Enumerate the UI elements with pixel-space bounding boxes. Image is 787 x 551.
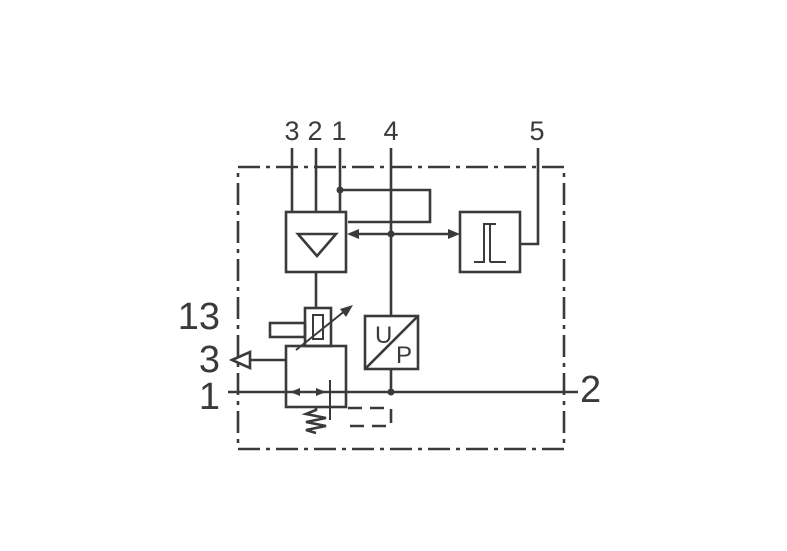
valve-body [284,344,348,409]
flow-arrow-left-icon [290,388,300,396]
adjust-arrowhead-icon [340,305,353,317]
port-label-13: 13 [178,296,220,338]
amplifier-block [284,210,348,274]
port-label-2-output: 2 [580,369,601,411]
actuator-core [312,314,324,340]
port-label-1-supply: 1 [199,376,220,418]
hysteresis-icon [474,223,496,263]
port-13-stub [268,321,307,339]
transducer-input-letter: U [375,322,392,349]
spring-icon [301,407,327,435]
arrow-right-icon [448,229,460,239]
transducer-output-letter: P [396,342,412,369]
port-label-5-top: 5 [529,116,544,146]
arrow-left-icon [347,229,359,239]
device-boundary [236,165,566,451]
port-label-3-top: 3 [284,116,299,146]
transducer-diagonal [364,315,419,370]
port-label-1-top: 1 [331,116,346,146]
adjust-arrow [295,309,347,351]
amplifier-triangle-icon [295,232,339,258]
port-label-2-top: 2 [307,116,322,146]
line-5 [520,148,540,246]
feedback-loop [340,188,432,224]
threshold-switch-block [458,210,522,274]
exhaust-triangle-icon [228,349,252,371]
port-label-4-top: 4 [383,116,398,146]
port-label-3-exhaust: 3 [199,339,220,381]
pilot-line [348,406,393,428]
flow-arrow-right-icon [316,388,326,396]
